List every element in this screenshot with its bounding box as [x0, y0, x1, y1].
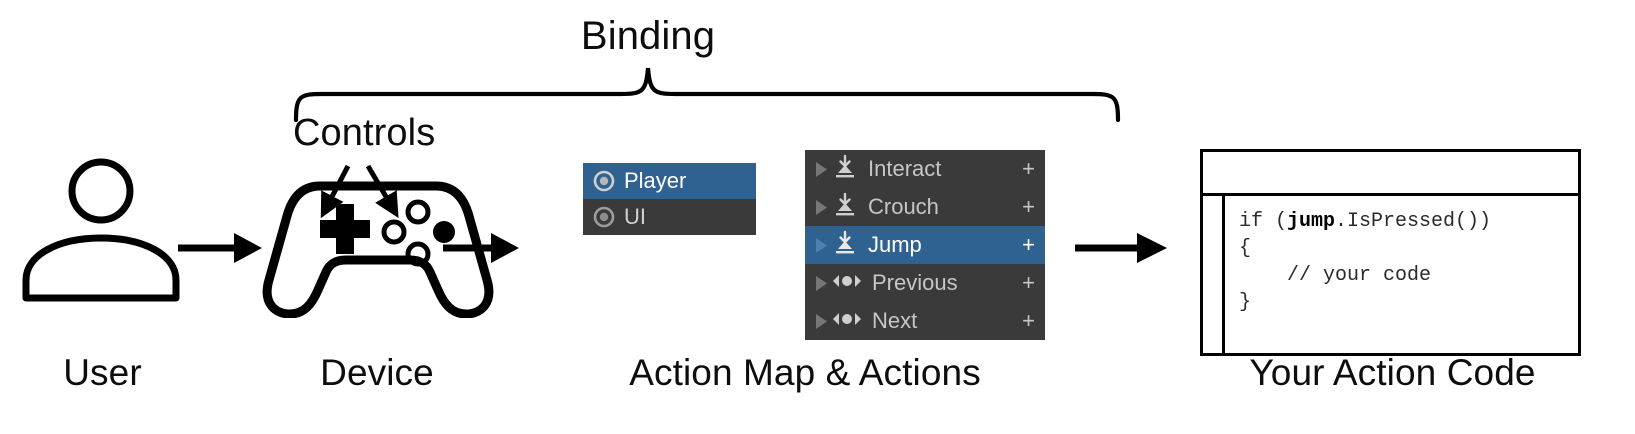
action-asset-icon — [593, 170, 615, 192]
add-binding-button[interactable]: + — [1022, 308, 1035, 333]
stage-caption-user: User — [63, 352, 142, 393]
arrow-actions-to-code-icon — [1075, 233, 1167, 263]
button-action-icon — [832, 230, 858, 261]
binding-brace-icon — [293, 67, 1121, 122]
axis-action-icon — [832, 310, 862, 333]
action-label: Next — [872, 308, 918, 333]
foldout-arrow-icon[interactable] — [810, 237, 832, 254]
foldout-arrow-icon[interactable] — [810, 199, 832, 216]
add-binding-button[interactable]: + — [1022, 156, 1035, 181]
button-action-icon — [832, 154, 858, 185]
stage-caption-code: Your Action Code — [1249, 352, 1536, 393]
arrow-device-to-actions-icon — [443, 233, 519, 263]
code-line-1-suffix: .IsPressed()) — [1335, 210, 1492, 233]
code-line-1-bold: jump — [1287, 210, 1336, 233]
action-row[interactable]: Next + — [805, 302, 1045, 340]
action-label: Crouch — [868, 194, 939, 219]
action-label: Jump — [868, 232, 922, 257]
code-line-1-prefix: if ( — [1239, 210, 1288, 233]
code-line-3: // your code — [1239, 264, 1432, 287]
action-asset-icon — [593, 206, 615, 228]
add-binding-button[interactable]: + — [1022, 270, 1035, 295]
foldout-arrow-icon[interactable] — [810, 161, 832, 178]
button-action-icon — [832, 192, 858, 223]
code-editor-window[interactable]: if (jump.IsPressed()) { // your code } — [1200, 149, 1581, 356]
stage-caption-device: Device — [320, 352, 434, 393]
action-label: Interact — [868, 156, 942, 181]
actions-panel[interactable]: Interact + Crouch + Jump + — [805, 150, 1045, 340]
code-editor-text[interactable]: if (jump.IsPressed()) { // your code } — [1225, 196, 1578, 356]
action-maps-panel[interactable]: Player UI — [583, 163, 756, 235]
gamepad-icon — [262, 181, 494, 318]
action-label: Previous — [872, 270, 958, 295]
code-line-4: } — [1239, 291, 1252, 314]
controls-label: Controls — [293, 112, 436, 154]
user-icon — [22, 158, 180, 302]
binding-label: Binding — [580, 14, 716, 58]
action-map-row[interactable]: Player — [583, 163, 756, 199]
action-map-label: UI — [624, 204, 646, 229]
code-line-2: { — [1239, 237, 1252, 260]
code-editor-titlebar — [1203, 152, 1578, 196]
foldout-arrow-icon[interactable] — [810, 313, 832, 330]
arrow-user-to-device-icon — [178, 233, 262, 263]
code-editor-gutter — [1203, 196, 1225, 356]
stage-caption-actions: Action Map & Actions — [629, 352, 981, 393]
add-binding-button[interactable]: + — [1022, 194, 1035, 219]
foldout-arrow-icon[interactable] — [810, 275, 832, 292]
action-map-row[interactable]: UI — [583, 199, 756, 235]
axis-action-icon — [832, 272, 862, 295]
add-binding-button[interactable]: + — [1022, 232, 1035, 257]
action-row[interactable]: Interact + — [805, 150, 1045, 188]
action-row[interactable]: Previous + — [805, 264, 1045, 302]
action-map-label: Player — [624, 168, 687, 193]
action-row[interactable]: Crouch + — [805, 188, 1045, 226]
action-row[interactable]: Jump + — [805, 226, 1045, 264]
code-editor-body: if (jump.IsPressed()) { // your code } — [1203, 196, 1578, 356]
